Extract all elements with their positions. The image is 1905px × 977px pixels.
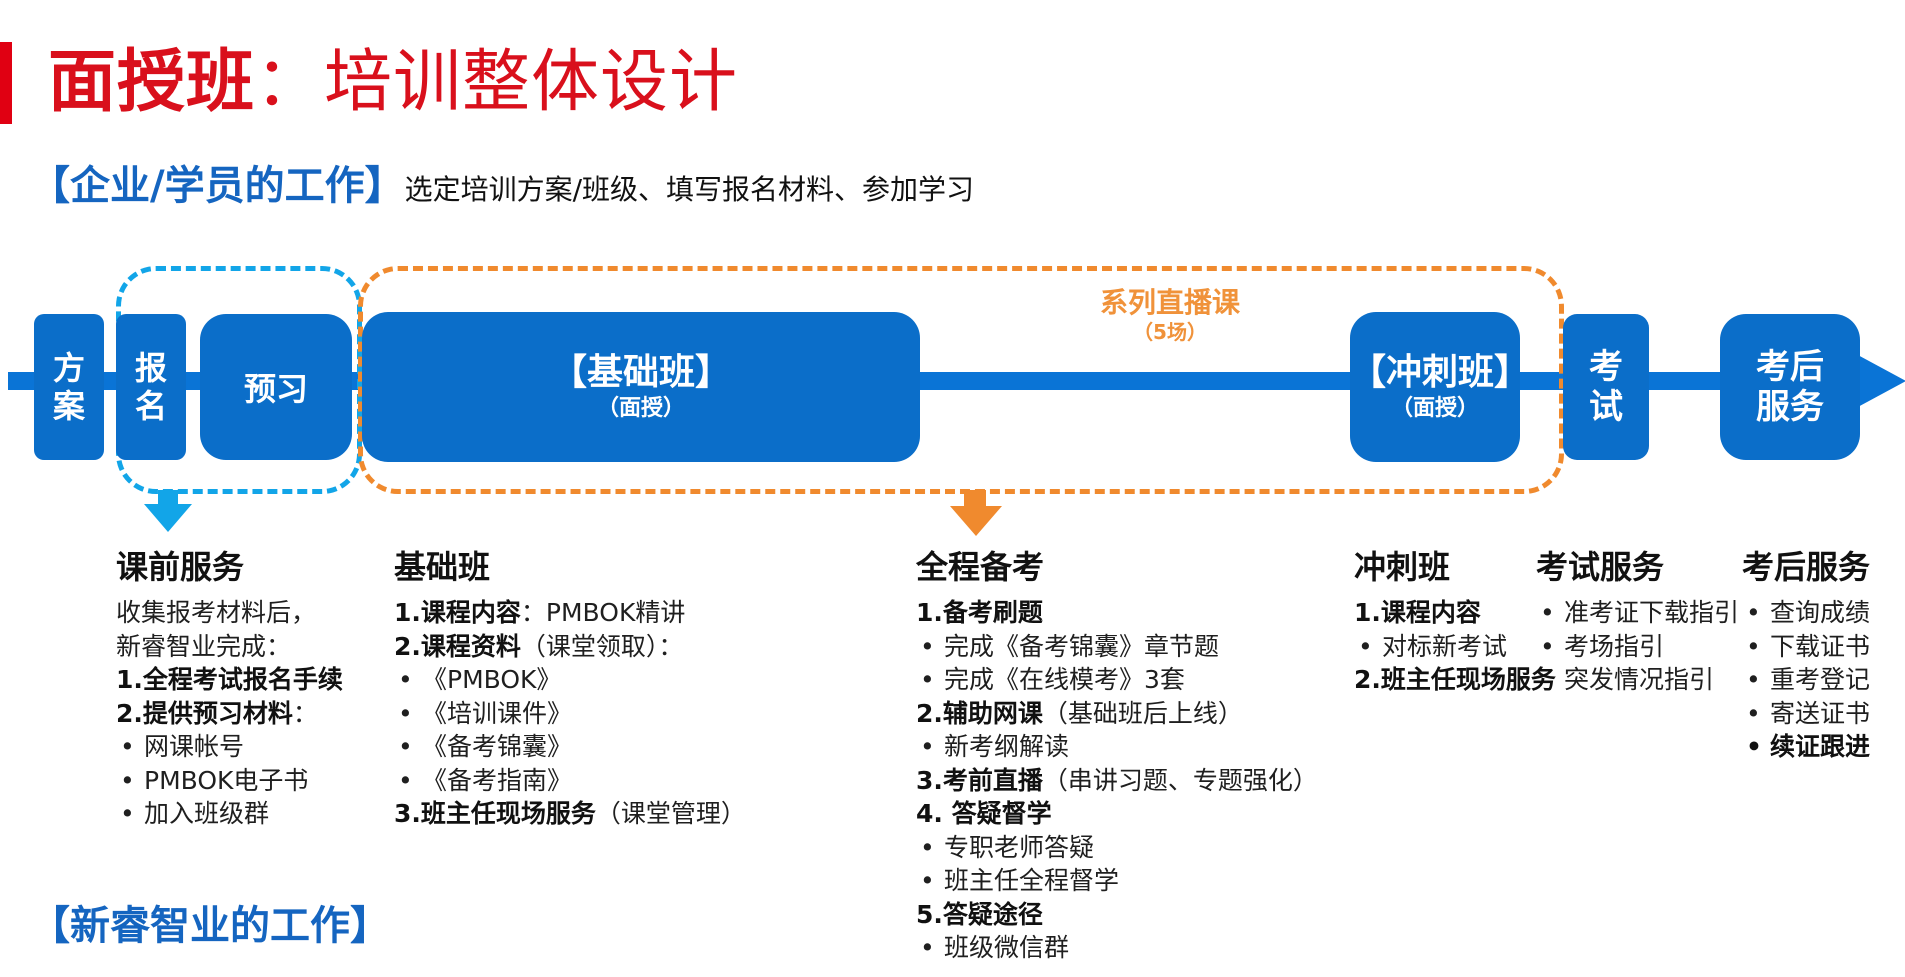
bullet-item: 《备考指南》 — [394, 764, 746, 798]
flow-arrow-head-icon — [1856, 354, 1905, 408]
step-register-char: 名 — [134, 387, 167, 425]
step-plan: 方 案 — [34, 314, 104, 460]
list-item: 5.答疑途径 — [916, 899, 1043, 929]
list-item: 1.课程内容：PMBOK精讲 — [394, 596, 746, 630]
xinrui-work-heading: 【新睿智业的工作】 — [30, 903, 390, 949]
list-item: 2.班主任现场服务 — [1354, 665, 1556, 694]
section-heading: 基础班 — [394, 548, 491, 586]
item-rest: （基础班后上线） — [1042, 698, 1243, 728]
down-arrow-orange-head-icon — [950, 506, 1002, 536]
bullet-item: 班级微信群 — [916, 931, 1318, 965]
item-bold: 2.提供预习材料 — [116, 698, 293, 728]
down-arrow-orange-icon — [964, 490, 986, 506]
exam-service-section: 考试服务 准考证下载指引 考场指引 突发情况指引 — [1536, 542, 1739, 697]
bullet-item: 寄送证书 — [1742, 697, 1870, 731]
item-rest: （课堂管理） — [595, 799, 746, 828]
item-rest: ： — [292, 698, 318, 728]
bullet-item: 考场指引 — [1536, 630, 1739, 664]
bullet-item: 准考证下载指引 — [1536, 596, 1739, 630]
series-title: 系列直播课 — [1099, 286, 1240, 319]
item-bold: 1.课程内容 — [394, 598, 521, 627]
step-register-char: 报 — [134, 349, 167, 387]
bullet-item: 下载证书 — [1742, 630, 1870, 664]
text-line: 收集报考材料后， — [116, 598, 317, 627]
list-item: 突发情况指引 — [1564, 665, 1715, 694]
series-count: （5场） — [1133, 320, 1207, 344]
bullet-item: 完成《备考锦囊》章节题 — [916, 630, 1318, 664]
basic-class-sub: （面授） — [596, 396, 685, 421]
item-rest: ：PMBOK精讲 — [520, 598, 686, 627]
series-live-label: 系列直播课 （5场） — [1060, 286, 1280, 344]
list-item: 2.提供预习材料： — [116, 697, 343, 731]
step-exam-char: 试 — [1589, 387, 1623, 427]
down-arrow-blue-icon — [158, 490, 178, 504]
section-heading: 考后服务 — [1742, 548, 1871, 586]
step-plan-char: 方 — [52, 349, 85, 387]
section-heading: 课前服务 — [116, 548, 245, 586]
live-series-group-outline — [358, 266, 1564, 494]
bullet-item: PMBOK电子书 — [116, 764, 343, 798]
enterprise-text: 选定培训方案/班级、填写报名材料、参加学习 — [404, 173, 975, 206]
bullet-item: 完成《在线模考》3套 — [916, 663, 1318, 697]
item-bold: 2.课程资料 — [394, 631, 521, 661]
step-register: 报 名 — [116, 314, 186, 460]
list-item: 1.课程内容 — [1354, 598, 1481, 627]
title-accent-bar — [0, 42, 12, 124]
bullet-item: 续证跟进 — [1742, 730, 1870, 764]
section-heading: 考试服务 — [1536, 548, 1665, 586]
item-bold: 3.班主任现场服务 — [394, 799, 596, 828]
bullet-item: 班主任全程督学 — [916, 864, 1318, 898]
page-title: 面授班：培训整体设计 — [48, 38, 738, 128]
bullet-item: 新考纲解读 — [916, 730, 1318, 764]
title-bold: 面授班 — [48, 43, 256, 122]
enterprise-work: 【企业/学员的工作】选定培训方案/班级、填写报名材料、参加学习 — [30, 162, 974, 218]
title-rest: ：培训整体设计 — [255, 43, 739, 122]
item-bold: 3.考前直播 — [916, 765, 1043, 795]
step-preview-label: 预习 — [243, 370, 308, 408]
sprint-class-title: 【冲刺班】 — [1350, 352, 1531, 393]
enterprise-tag: 【企业/学员的工作】 — [30, 163, 405, 209]
pre-class-service: 课前服务 收集报考材料后， 新睿智业完成： 1.全程考试报名手续 2.提供预习材… — [116, 542, 343, 831]
step-after-line: 服务 — [1756, 387, 1824, 427]
text-line: 新睿智业完成： — [116, 631, 292, 661]
list-item: 4. 答疑督学 — [916, 799, 1052, 828]
after-exam-section: 考后服务 查询成绩 下载证书 重考登记 寄送证书 续证跟进 — [1742, 542, 1870, 764]
list-item: 3.考前直播（串讲习题、专题强化） — [916, 764, 1318, 798]
list-item: 1.备考刷题 — [916, 598, 1043, 627]
bullet-item: 《培训课件》 — [394, 697, 746, 731]
bullet-item: 《PMBOK》 — [394, 663, 746, 697]
list-item: 2.课程资料（课堂领取）： — [394, 630, 746, 664]
bullet-item: 查询成绩 — [1742, 596, 1870, 630]
down-arrow-blue-head-icon — [144, 504, 192, 532]
bullet-item: 网课帐号 — [116, 730, 343, 764]
step-after-exam: 考后 服务 — [1720, 314, 1860, 460]
bullet-item: 对标新考试 — [1354, 630, 1556, 664]
step-plan-char: 案 — [52, 387, 85, 425]
step-after-line: 考后 — [1756, 347, 1824, 387]
item-rest: （串讲习题、专题强化） — [1042, 765, 1318, 795]
bullet-item: 《备考锦囊》 — [394, 730, 746, 764]
section-heading: 全程备考 — [916, 548, 1045, 586]
bullet-item: 重考登记 — [1742, 663, 1870, 697]
list-item: 3.班主任现场服务（课堂管理） — [394, 797, 746, 831]
basic-class-title: 【基础班】 — [550, 352, 731, 393]
sprint-class-sub: （面授） — [1390, 396, 1479, 421]
item-rest: （课堂领取）： — [520, 631, 684, 661]
bullet-item: 专职老师答疑 — [916, 831, 1318, 865]
list-item: 1.全程考试报名手续 — [116, 665, 343, 694]
section-heading: 冲刺班 — [1354, 548, 1451, 586]
basic-class-section: 基础班 1.课程内容：PMBOK精讲 2.课程资料（课堂领取）： 《PMBOK》… — [394, 542, 746, 831]
step-sprint-class: 【冲刺班】 （面授） — [1350, 312, 1531, 462]
item-bold: 2.辅助网课 — [916, 698, 1043, 728]
full-prep-section: 全程备考 1.备考刷题 完成《备考锦囊》章节题 完成《在线模考》3套 2.辅助网… — [916, 542, 1318, 965]
list-item: 2.辅助网课（基础班后上线） — [916, 697, 1318, 731]
step-exam-char: 考 — [1589, 347, 1623, 387]
step-exam: 考 试 — [1563, 314, 1649, 460]
sprint-class-section: 冲刺班 1.课程内容 对标新考试 2.班主任现场服务 — [1354, 542, 1556, 697]
bullet-item: 加入班级群 — [116, 797, 343, 831]
step-preview: 预习 — [200, 314, 352, 460]
step-basic-class: 【基础班】 （面授） — [362, 312, 920, 462]
